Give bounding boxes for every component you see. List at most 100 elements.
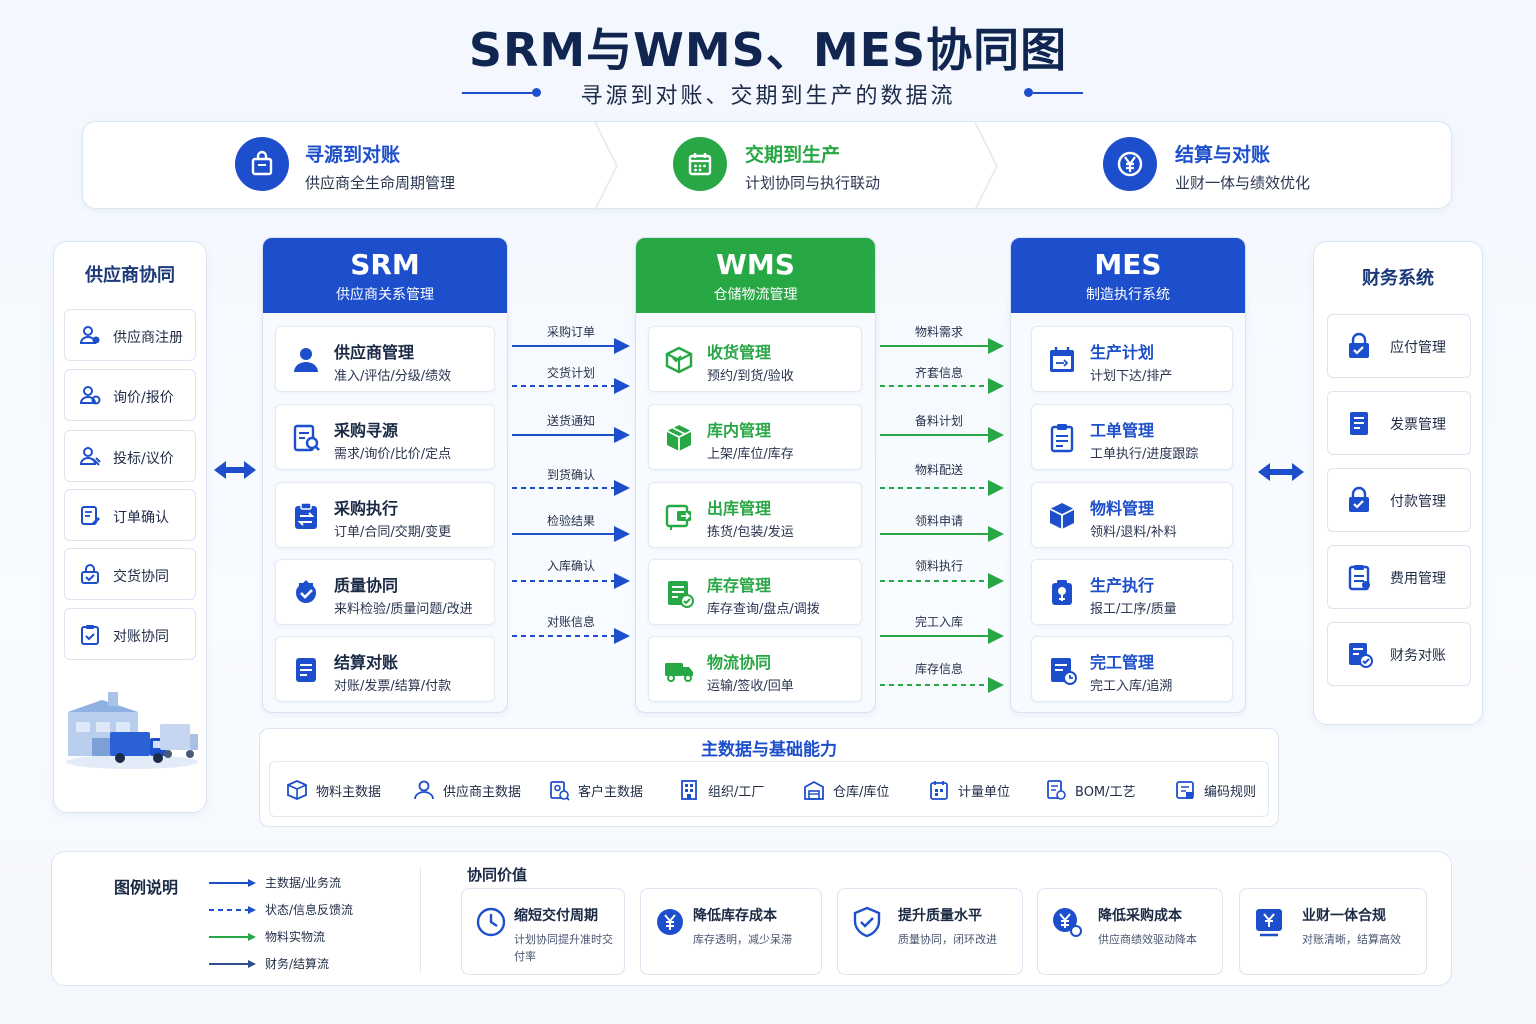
legend-dashed-blue-arrow <box>209 906 256 914</box>
supplier-item[interactable]: 订单确认 <box>64 489 196 541</box>
master-data-item[interactable]: BOM/工艺 <box>1045 778 1136 802</box>
wms-mes-flow-arrows <box>880 338 1004 693</box>
master-data-item[interactable]: 物料主数据 <box>286 778 381 802</box>
value-title: 协同价值 <box>467 866 528 884</box>
outbound-icon <box>665 504 691 530</box>
legend-label: 主数据/业务流 <box>265 876 342 890</box>
finance-item[interactable]: 财务对账 <box>1327 622 1471 686</box>
warehouse-truck-illustration <box>66 692 198 769</box>
finance-item-label: 财务对账 <box>1390 648 1446 664</box>
master-data-item[interactable]: 仓库/库位 <box>803 778 889 802</box>
mes-module[interactable]: 物料管理 领料/退料/补料 <box>1031 482 1233 548</box>
srm-module[interactable]: 采购执行 订单/合同/交期/变更 <box>275 482 495 548</box>
value-card: 业财一体合规 对账清晰，结算高效 <box>1239 888 1427 975</box>
value-card-desc: 质量协同，闭环改进 <box>898 933 997 946</box>
stage-sourcing: 寻源到对账 供应商全生命周期管理 <box>83 122 593 210</box>
module-title: 供应商管理 <box>334 343 415 362</box>
finance-item-label: 应付管理 <box>1390 340 1446 356</box>
legend-label: 物料实物流 <box>265 930 326 944</box>
quality-icon <box>296 580 316 603</box>
flow-label: 入库确认 <box>546 559 595 573</box>
mes-module[interactable]: 生产执行 报工/工序/质量 <box>1031 559 1233 625</box>
srm-module[interactable]: 结算对账 对账/发票/结算/付款 <box>275 636 495 702</box>
user-register-icon <box>79 326 100 344</box>
module-title: 工单管理 <box>1090 421 1155 440</box>
srm-system-panel: SRM 供应商关系管理 供应商管理 准入/评估/分级/绩效 采购寻源 需求/询价… <box>262 237 508 713</box>
master-data-item[interactable]: 组织/工厂 <box>678 778 764 802</box>
user-quote-icon <box>79 386 101 405</box>
master-data-label: 物料主数据 <box>316 784 382 800</box>
master-data-item[interactable]: 编码规则 <box>1174 778 1256 802</box>
stage-title: 寻源到对账 <box>305 144 401 166</box>
page-title: SRM与WMS、MES协同图 <box>468 23 1068 77</box>
mes-module[interactable]: 完工管理 完工入库/追溯 <box>1031 636 1233 702</box>
flow-label: 领料执行 <box>914 559 963 573</box>
mes-module[interactable]: 生产计划 计划下达/排产 <box>1031 326 1233 392</box>
payment-icon <box>1349 486 1369 512</box>
module-title: 生产执行 <box>1090 576 1155 595</box>
module-title: 采购执行 <box>334 499 399 518</box>
supplier-item-label: 订单确认 <box>113 510 169 526</box>
wms-module[interactable]: 收货管理 预约/到货/验收 <box>648 326 862 392</box>
stage-subtitle: 业财一体与绩效优化 <box>1175 174 1311 192</box>
user-bid-icon <box>79 447 101 466</box>
finance-item[interactable]: 付款管理 <box>1327 468 1471 532</box>
wms-header: WMS 仓储物流管理 <box>636 238 875 313</box>
mes-module[interactable]: 工单管理 工单执行/进度跟踪 <box>1031 404 1233 470</box>
customer-icon <box>550 781 570 801</box>
legend-solid-navy-arrow <box>209 960 256 968</box>
value-card-title: 缩短交付周期 <box>514 908 598 924</box>
value-card-title: 业财一体合规 <box>1302 908 1386 924</box>
system-subtitle: 制造执行系统 <box>1086 287 1170 303</box>
value-card-desc: 库存透明，减少呆滞 <box>693 933 792 946</box>
module-desc: 来料检验/质量问题/改进 <box>334 602 473 617</box>
flow-label: 对账信息 <box>546 615 595 629</box>
supplier-item[interactable]: 投标/议价 <box>64 430 196 482</box>
supplier-item-label: 供应商注册 <box>113 330 183 346</box>
receiving-icon <box>665 346 693 374</box>
master-data-label: BOM/工艺 <box>1075 784 1136 800</box>
plan-icon <box>1050 347 1074 372</box>
master-data-item[interactable]: 供应商主数据 <box>413 778 521 802</box>
srm-module[interactable]: 供应商管理 准入/评估/分级/绩效 <box>275 326 495 392</box>
system-subtitle: 仓储物流管理 <box>713 287 798 303</box>
subtitle-line-right <box>1033 92 1083 94</box>
legend-label: 财务/结算流 <box>265 957 330 971</box>
srm-module[interactable]: 质量协同 来料检验/质量问题/改进 <box>275 559 495 625</box>
value-card-title: 降低库存成本 <box>693 908 777 924</box>
workorder-icon <box>1050 424 1074 453</box>
legend-title: 图例说明 <box>114 878 179 897</box>
supplier-item[interactable]: 供应商注册 <box>64 309 196 361</box>
stage-delivery: 交期到生产 计划协同与执行联动 <box>623 122 1013 210</box>
srm-module[interactable]: 采购寻源 需求/询价/比价/定点 <box>275 404 495 470</box>
master-data-label: 客户主数据 <box>578 784 644 800</box>
master-data-item[interactable]: 客户主数据 <box>548 778 643 802</box>
finance-panel-title: 财务系统 <box>1362 268 1434 289</box>
master-data-item[interactable]: 计量单位 <box>928 778 1010 802</box>
chevron-divider <box>594 122 619 210</box>
wms-module[interactable]: 物流协同 运输/签收/回单 <box>648 636 862 702</box>
value-card: 降低采购成本 供应商绩效驱动降本 <box>1037 888 1223 975</box>
module-title: 库存管理 <box>707 576 772 595</box>
supplier-item[interactable]: 交货协同 <box>64 548 196 600</box>
supplier-item[interactable]: 对账协同 <box>64 608 196 660</box>
finance-item[interactable]: 费用管理 <box>1327 545 1471 609</box>
code-icon <box>1176 781 1194 799</box>
wms-module[interactable]: 库内管理 上架/库位/库存 <box>648 404 862 470</box>
module-title: 物料管理 <box>1090 499 1155 518</box>
supplier-item[interactable]: 询价/报价 <box>64 369 196 421</box>
wms-module[interactable]: 库存管理 库存查询/盘点/调拨 <box>648 559 862 625</box>
module-title: 质量协同 <box>334 576 399 595</box>
finance-item[interactable]: 应付管理 <box>1327 314 1471 378</box>
wms-module[interactable]: 出库管理 拣货/包装/发运 <box>648 482 862 548</box>
flow-label: 齐套信息 <box>914 366 963 380</box>
master-data-title: 主数据与基础能力 <box>701 740 837 760</box>
subtitle-dot-right <box>1024 88 1033 97</box>
flow-label: 采购订单 <box>546 325 595 339</box>
clock-icon <box>476 907 506 937</box>
truck-icon <box>665 663 693 682</box>
flow-label: 领料申请 <box>914 514 963 528</box>
master-data-label: 计量单位 <box>958 784 1011 800</box>
delivery-lock-icon <box>81 564 99 584</box>
finance-item[interactable]: 发票管理 <box>1327 391 1471 455</box>
